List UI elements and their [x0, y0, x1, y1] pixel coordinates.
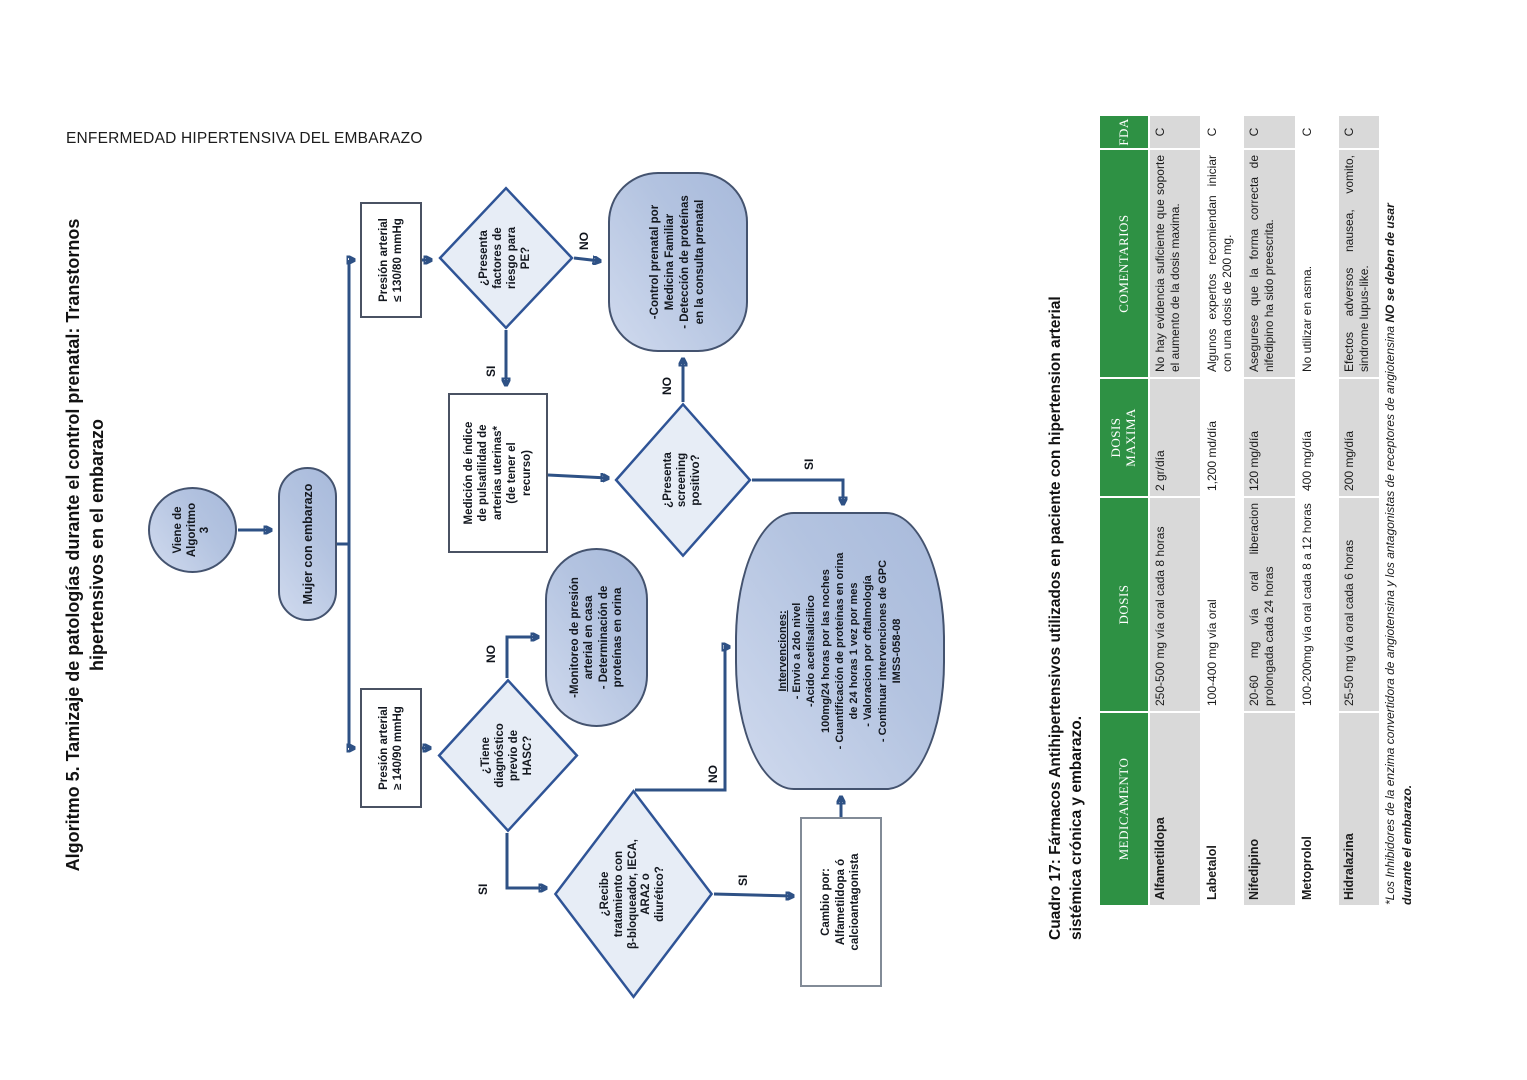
column-header-medicamento: MEDICAMENTO	[1100, 713, 1148, 905]
label-screening-si: SI	[802, 458, 816, 470]
node-control-prenatal: -Control prenatal por Medicina Familiar …	[608, 172, 748, 352]
cell-fda: C	[1205, 127, 1219, 137]
label-hasc-no: NO	[484, 645, 498, 663]
diamond-shape	[437, 678, 579, 833]
cell-dosis-maxima: 2 gr/día	[1150, 379, 1200, 496]
cell-medicamento: Alfametildopa	[1150, 713, 1200, 905]
column-header-fda: FDA	[1100, 116, 1148, 148]
document-header: ENFERMEDAD HIPERTENSIVA DEL EMBARAZO	[66, 130, 423, 147]
cell-dosis-maxima: 1,200 md/día	[1205, 420, 1219, 491]
label-hasc-si: SI	[476, 883, 490, 895]
cell-fda: C	[1244, 116, 1295, 148]
table-caption-line2: sistémica crónica y embarazo.	[1067, 715, 1085, 940]
label-pe-si: SI	[484, 365, 498, 377]
cell-comentarios: Efectos adversos nausea, vomito, sindrom…	[1339, 150, 1379, 377]
node-presion-arterial-130-80: Presión arterial ≤ 130/80 mmHg	[360, 202, 422, 318]
intervenciones-title: Intervenciones:	[776, 610, 789, 692]
cell-dosis: 250-500 mg vía oral cada 8 horas	[1150, 498, 1200, 711]
cell-dosis: 100-200mg vía oral cada 8 a 12 horas	[1300, 503, 1314, 706]
label-recibe-no: NO	[706, 765, 720, 783]
cell-dosis: 20-60 mg vía oral liberacion prolongada …	[1244, 498, 1295, 711]
cell-fda: C	[1339, 116, 1379, 148]
table-caption: Cuadro 17: Fármacos Antihipertensivos ut…	[1046, 130, 1088, 940]
algorithm-title: Algoritmo 5. Tamizaje de patologías dura…	[62, 130, 110, 960]
decision-screening-positivo: ¿Presenta screening positivo?	[614, 402, 752, 558]
cell-dosis-maxima: 200 mg/día	[1339, 379, 1379, 496]
node-mujer-con-embarazo: Mujer con embarazo	[278, 467, 337, 621]
decision-screening-positivo-text: ¿Presenta screening positivo?	[662, 452, 702, 508]
cell-medicamento: Metoprolol	[1300, 836, 1314, 900]
node-intervenciones: Intervenciones: - Envio a 2do nivel -Aci…	[735, 512, 945, 790]
cell-dosis-maxima: 400 mg/día	[1300, 430, 1314, 491]
decision-factores-riesgo-pe: ¿Presenta factores de riesgo para PE?	[438, 186, 574, 330]
diamond-shape	[438, 186, 574, 330]
node-monitoreo-presion: -Monitoreo de presión arterial en casa -…	[545, 548, 648, 727]
node-presion-arterial-140-90: Presión arterial ≥ 140/90 mmHg	[360, 688, 422, 808]
cell-medicamento: Nifedipino	[1244, 713, 1295, 905]
table-footnote: *Los Inhibidores de la enzima convertido…	[1382, 105, 1417, 905]
cell-comentarios: Asegurese que la forma correcta de nifed…	[1244, 150, 1295, 377]
label-screening-no: NO	[660, 377, 674, 395]
decision-recibe-tratamiento: ¿Recibe tratamiento con β-bloqueador, IE…	[553, 788, 714, 1000]
footnote-bold-1: NO se deben de usar	[1383, 203, 1397, 323]
footnote-bold-2: durante el embarazo.	[1400, 784, 1415, 905]
footnote-text: *Los Inhibidores de la enzima convertido…	[1383, 322, 1397, 905]
cell-fda: C	[1150, 116, 1200, 148]
cell-comentarios: No utilizar en asma.	[1300, 265, 1314, 372]
column-header-dosis-maxima: DOSIS MAXIMA	[1100, 379, 1148, 496]
rotated-figure: Algoritmo 5. Tamizaje de patologías dura…	[60, 105, 1432, 1015]
node-medicion-indice-pulsatilidad: Medición de índice de pulsatilidad de ar…	[448, 393, 548, 553]
decision-recibe-tratamiento-text: ¿Recibe tratamiento con β-bloqueador, IE…	[599, 839, 667, 949]
drug-table: MEDICAMENTO DOSIS DOSIS MAXIMA COMENTARI…	[1100, 116, 1379, 905]
algorithm-title-line1: Algoritmo 5. Tamizaje de patologías dura…	[63, 218, 83, 872]
diamond-shape	[614, 402, 752, 558]
node-cambio-alfametildopa: Cambio por: Alfametildopa ó calcioantago…	[800, 817, 882, 987]
label-recibe-si: SI	[736, 874, 750, 886]
diamond-shape	[553, 788, 714, 1000]
cell-dosis-maxima: 120 mg/día	[1244, 379, 1295, 496]
decision-diagnostico-previo-hasc: ¿Tiene diagnóstico previo de HASC?	[437, 678, 579, 833]
cell-dosis: 100-400 mg vía oral	[1205, 599, 1219, 706]
column-header-dosis: DOSIS	[1100, 498, 1148, 711]
decision-factores-riesgo-pe-text: ¿Presenta factores de riesgo para PE?	[478, 227, 532, 289]
intervenciones-body: - Envio a 2do nivel -Acido acetilsalicil…	[790, 552, 904, 750]
algorithm-title-line2: hipertensivos en el embarazo	[86, 418, 107, 672]
cell-comentarios: No hay evidencia suficiente que soporte …	[1150, 150, 1200, 377]
cell-medicamento: Hidralazina	[1339, 713, 1379, 905]
label-pe-no: NO	[577, 232, 591, 250]
cell-dosis: 25-50 mg vía oral cada 6 horas	[1339, 498, 1379, 711]
node-start-viene-de-algoritmo-3: Viene de Algoritmo 3	[148, 487, 237, 573]
column-header-comentarios: COMENTARIOS	[1100, 150, 1148, 377]
cell-medicamento: Labetalol	[1205, 845, 1219, 900]
table-caption-line1: Cuadro 17: Fármacos Antihipertensivos ut…	[1047, 296, 1064, 940]
cell-comentarios: Algunos expertos recomiendan iniciar con…	[1205, 155, 1234, 372]
cell-fda: C	[1300, 127, 1314, 137]
